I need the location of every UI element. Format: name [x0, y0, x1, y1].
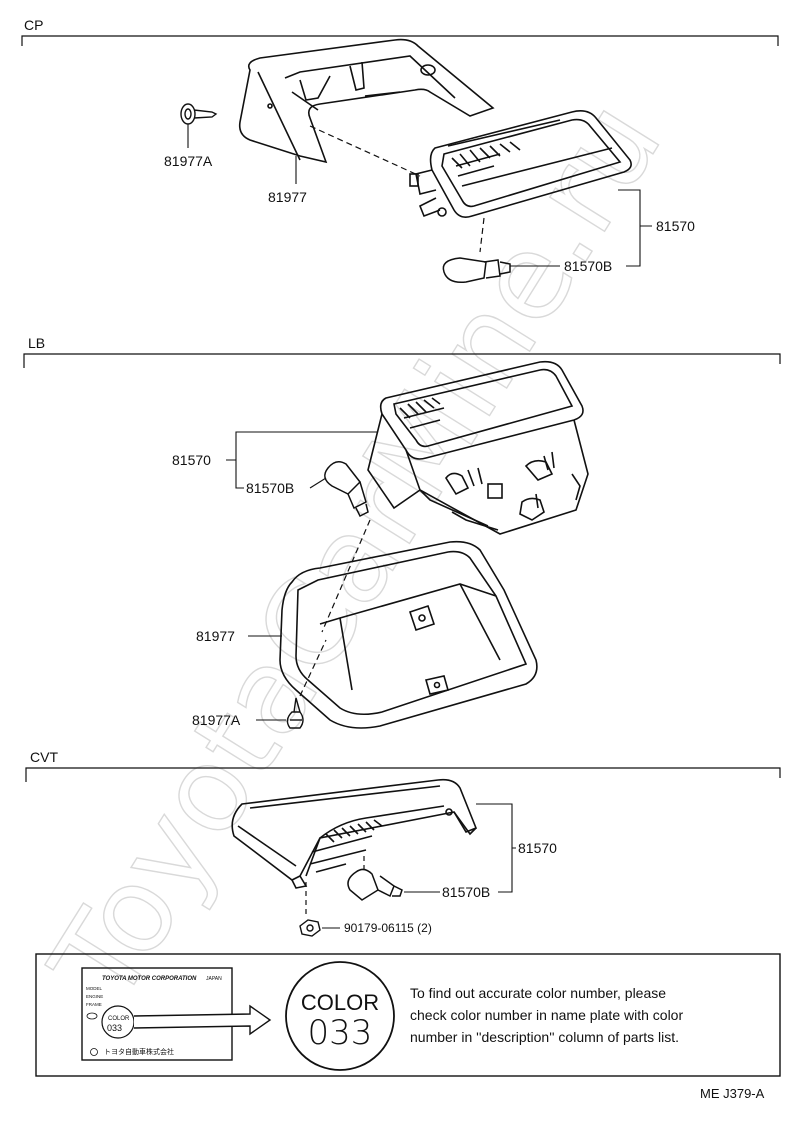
lb-clip-81977A	[286, 697, 304, 729]
label-lb-81977A: 81977A	[192, 712, 241, 728]
lb-lamp-81570	[367, 360, 589, 535]
nameplate: TOYOTA MOTOR CORPORATION JAPAN MODEL ENG…	[81, 967, 272, 1061]
note-line-2: check color number in name plate with co…	[410, 1007, 683, 1023]
note-line-1: To find out accurate color number, pleas…	[410, 985, 666, 1001]
label-lb-81570B: 81570B	[246, 480, 294, 496]
label-cp-81570B: 81570B	[564, 258, 612, 274]
nameplate-color-code: 033	[107, 1023, 122, 1033]
section-cp: CP	[21, 17, 779, 284]
color-badge-word: COLOR	[301, 990, 379, 1015]
section-cp-title: CP	[24, 17, 43, 33]
section-cvt-title: CVT	[30, 749, 58, 765]
cp-lamp-81570	[409, 110, 632, 218]
cvt-bulb-81570B	[347, 868, 403, 901]
color-badge: COLOR 033	[285, 961, 395, 1071]
color-note-box: TOYOTA MOTOR CORPORATION JAPAN MODEL ENG…	[35, 953, 781, 1077]
cvt-lamp-81570	[231, 778, 478, 889]
nameplate-header-suffix: JAPAN	[206, 976, 222, 982]
label-lb-81977: 81977	[196, 628, 235, 644]
label-lb-81570: 81570	[172, 452, 211, 468]
section-lb-title: LB	[28, 335, 45, 351]
cp-clip-81977A	[180, 103, 218, 125]
color-badge-code: 033	[308, 1013, 373, 1053]
cp-bulb-81570B	[442, 257, 511, 284]
nameplate-field-model: MODEL	[86, 986, 103, 991]
label-cvt-81570B: 81570B	[442, 884, 490, 900]
section-cvt: CVT 815	[25, 749, 781, 937]
nameplate-footer: トヨタ自動車株式会社	[104, 1047, 174, 1056]
label-cvt-90179: 90179-06115 (2)	[344, 921, 432, 935]
note-line-3: number in ''description'' column of part…	[410, 1029, 679, 1045]
cvt-nut-90179	[299, 919, 321, 937]
nameplate-header: TOYOTA MOTOR CORPORATION	[102, 976, 197, 982]
label-cvt-81570: 81570	[518, 840, 557, 856]
nameplate-color-word: COLOR	[108, 1016, 130, 1022]
section-lb: LB	[23, 335, 781, 729]
label-cp-81977A: 81977A	[164, 153, 213, 169]
figure-code: ME J379-A	[700, 1086, 765, 1101]
lb-bulb-81570B	[324, 461, 369, 518]
label-cp-81977: 81977	[268, 189, 307, 205]
nameplate-field-frame: FRAME	[86, 1002, 102, 1007]
cp-cover-81977	[238, 38, 495, 164]
lb-cover-81977	[279, 540, 538, 729]
label-cp-81570: 81570	[656, 218, 695, 234]
nameplate-field-engine: ENGINE	[86, 994, 103, 999]
